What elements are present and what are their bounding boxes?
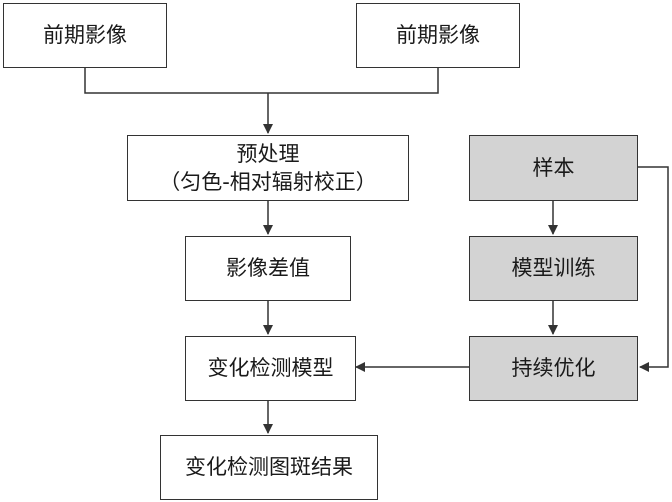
- continuous-optimization-box: 持续优化: [469, 336, 638, 401]
- input-image-box-left: 前期影像: [3, 3, 167, 68]
- input-image-label-left: 前期影像: [43, 23, 127, 48]
- continuous-optimization-label: 持续优化: [511, 356, 596, 381]
- input-image-label-right: 前期影像: [396, 23, 480, 48]
- arrow-samples-to-optimize-loop: [638, 166, 669, 372]
- preprocess-sublabel: （匀色-相对辐射校正）: [159, 170, 377, 194]
- connector-input-a-down: [84, 68, 268, 94]
- change-detection-result-box: 变化检测图斑结果: [160, 435, 378, 500]
- preprocess-box: 预处理 （匀色-相对辐射校正）: [127, 135, 409, 201]
- change-detection-model-box: 变化检测模型: [185, 336, 356, 401]
- connector-input-b-down: [268, 68, 439, 94]
- samples-label: 样本: [532, 155, 575, 180]
- image-difference-box: 影像差值: [185, 236, 351, 301]
- change-detection-result-label: 变化检测图斑结果: [185, 455, 353, 480]
- samples-box: 样本: [469, 135, 638, 201]
- input-image-box-right: 前期影像: [356, 3, 520, 68]
- image-difference-label: 影像差值: [226, 256, 310, 281]
- change-detection-model-label: 变化检测模型: [207, 356, 334, 381]
- preprocess-label: 预处理: [236, 141, 300, 166]
- model-training-label: 模型训练: [511, 256, 596, 281]
- model-training-box: 模型训练: [469, 236, 638, 301]
